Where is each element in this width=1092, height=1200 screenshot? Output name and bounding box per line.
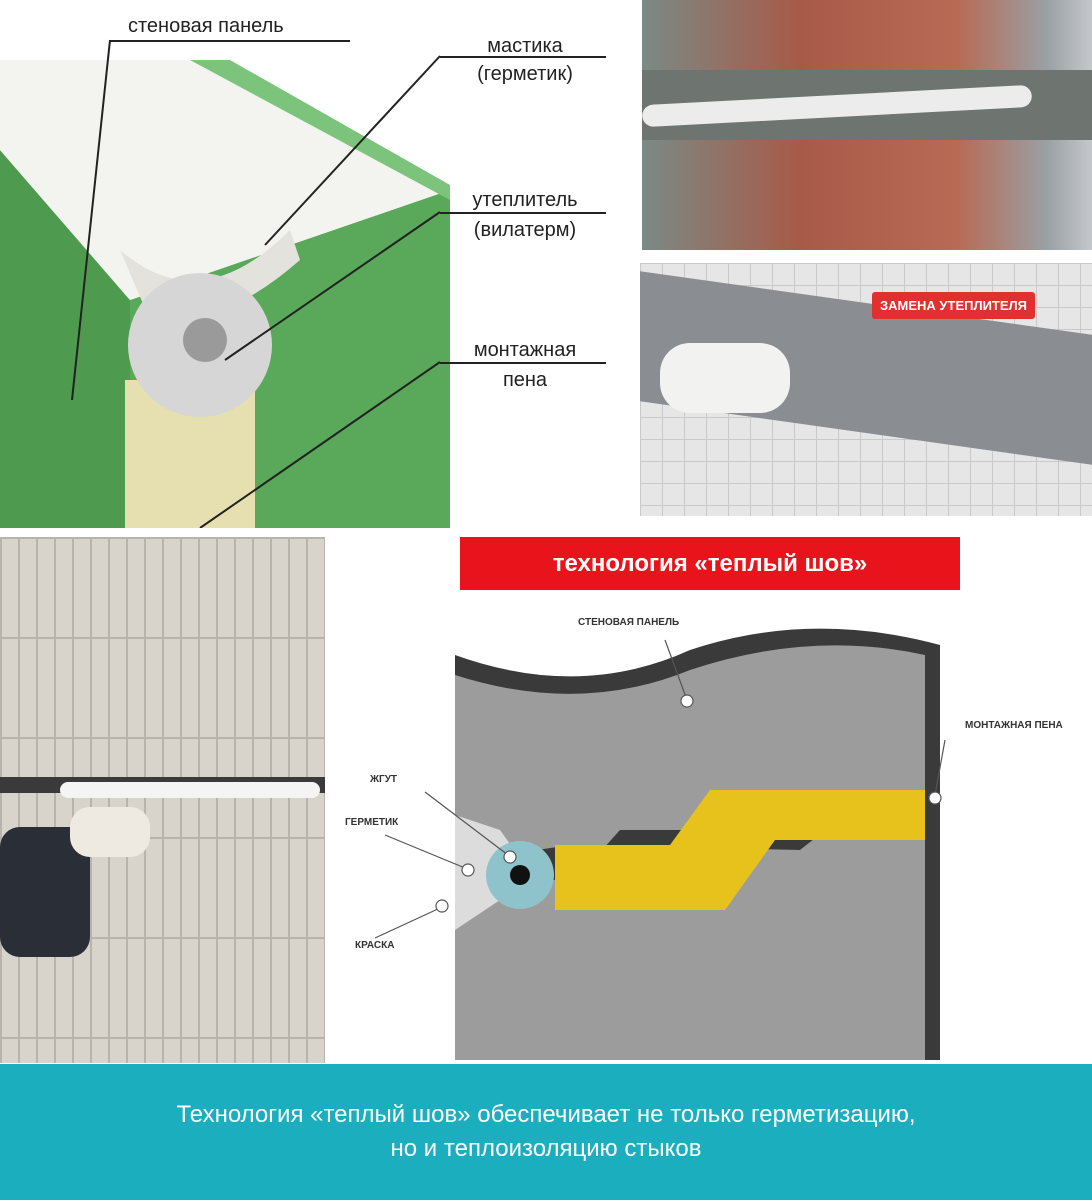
diagram-label-wall-panel: СТЕНОВАЯ ПАНЕЛЬ [578, 617, 680, 628]
brick-wall-seam-photo [642, 0, 1092, 250]
label-wall-panel: стеновая панель [128, 15, 284, 37]
warm-seam-diagram [374, 628, 946, 1060]
label-insulation-sub: (вилатерм) [473, 219, 577, 241]
label-mastic: мастика [487, 35, 563, 57]
label-underline [440, 56, 606, 58]
label-underline [440, 212, 606, 214]
label-foam: монтажная [473, 339, 577, 361]
technology-banner: технология «теплый шов» [460, 537, 960, 590]
diagram-label-cord: ЖГУТ [370, 774, 398, 785]
replace-insulation-tag: ЗАМЕНА УТЕПЛИТЕЛЯ [872, 292, 1036, 319]
gloved-hand [660, 343, 790, 413]
mounting-foam [555, 790, 925, 910]
label-mastic-sub: (герметик) [477, 63, 573, 85]
footer-line-1: Технология «теплый шов» обеспечивает не … [176, 1101, 916, 1128]
cord-installation-photo [0, 537, 325, 1063]
panel-joint-illustration [0, 60, 450, 528]
diagram-label-sealant: ГЕРМЕТИК [345, 817, 399, 828]
label-underline [110, 40, 350, 42]
label-underline [440, 362, 606, 364]
footer-caption: Технология «теплый шов» обеспечивает не … [0, 1064, 1092, 1200]
footer-line-2: но и теплоизоляцию стыков [390, 1135, 702, 1162]
diagram-label-paint: КРАСКА [355, 940, 395, 951]
tiled-wall-replacement-photo [640, 263, 1092, 516]
diagram-label-foam: МОНТАЖНАЯ ПЕНА [965, 720, 1063, 731]
panel-joint-photo [0, 0, 450, 528]
label-insulation: утеплитель [472, 189, 578, 211]
label-foam-sub: пена [502, 369, 548, 391]
leader-lines [71, 39, 441, 528]
